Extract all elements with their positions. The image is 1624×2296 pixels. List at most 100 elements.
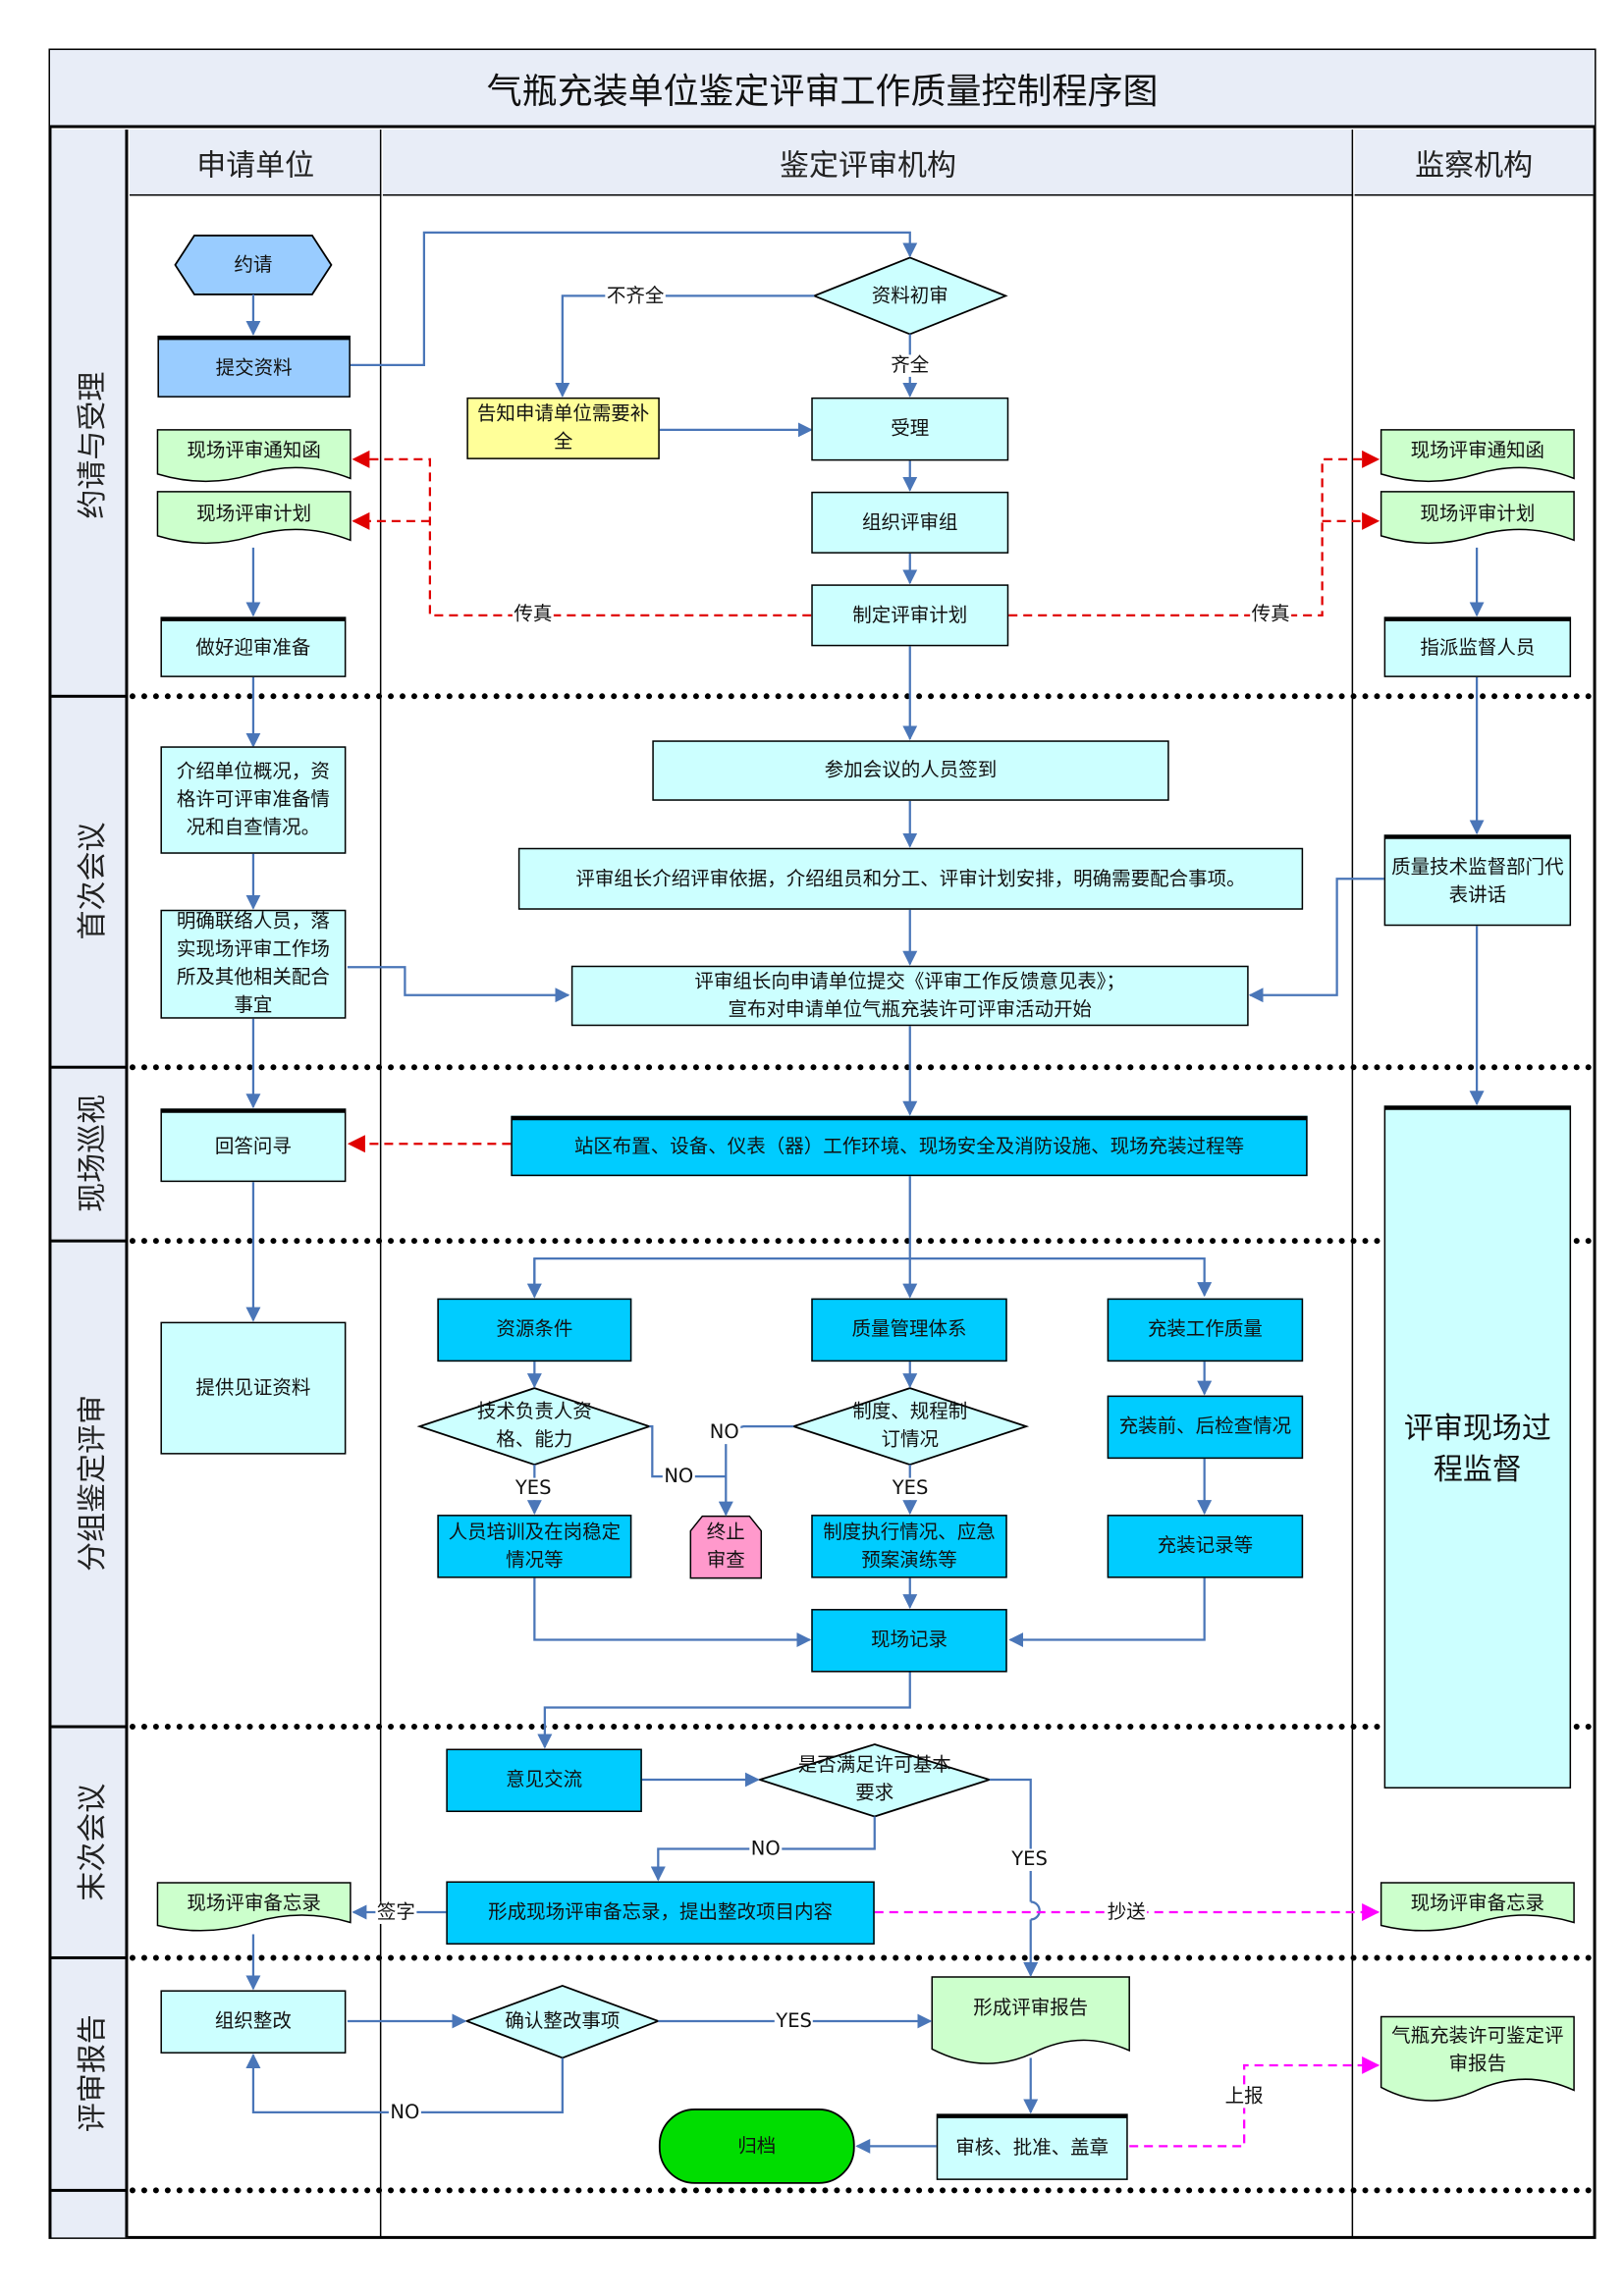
edge-label-fax-left: 传真 [512, 603, 554, 626]
doc-review-plan-supervision [1380, 491, 1575, 545]
page-title: 气瓶充装单位鉴定评审工作质量控制程序图 [486, 70, 1159, 112]
edge-label-no-requirements: NO [749, 1839, 783, 1861]
doc-notice-letter-applicant [156, 429, 352, 483]
terminate-shape [689, 1515, 763, 1579]
node-quality-dept-speech: 质量技术监督部门代表讲话 [1383, 834, 1572, 927]
node-filling-quality: 充装工作质量 [1107, 1298, 1304, 1362]
phase-separator [129, 2187, 1594, 2194]
phase-column-divider [51, 1239, 129, 1243]
node-approve-seal: 审核、批准、盖章 [936, 2113, 1128, 2180]
flow-training-to-site-records [533, 1577, 812, 1648]
phase-separator [129, 1238, 1594, 1245]
edge-label-sign: 签字 [375, 1901, 417, 1924]
phase-column-divider [51, 1955, 129, 1959]
flow-speech-to-feedback [1248, 878, 1384, 1003]
node-final-report: 气瓶充装许可鉴定评审报告 [1391, 2025, 1564, 2076]
node-form-report: 形成评审报告 [973, 1997, 1089, 2019]
node-rules-check: 制度、规程制订情况 [852, 1401, 968, 1452]
node-notify-supplement: 告知申请单位需要补全 [466, 397, 660, 459]
node-contact-person: 明确联络人员，落实现场评审工作场所及其他相关配合事宜 [160, 909, 347, 1019]
node-make-plan: 制定评审计划 [811, 584, 1009, 647]
node-memo-supervision: 现场评审备忘录 [1410, 1892, 1545, 1915]
lane-header-review-org: 鉴定评审机构 [382, 129, 1354, 196]
node-pre-post-check: 充装前、后检查情况 [1107, 1395, 1304, 1460]
phase-column [51, 129, 129, 2238]
node-accept: 受理 [811, 397, 1009, 461]
phase-separator [129, 693, 1594, 700]
start-hexagon [174, 235, 333, 295]
node-prepare: 做好迎审准备 [160, 616, 347, 677]
node-form-team: 组织评审组 [811, 491, 1009, 554]
edge-label-yes-tech: YES [514, 1477, 553, 1501]
doc-memo-applicant [156, 1882, 352, 1932]
lane-title-applicant: 申请单位 [196, 146, 315, 183]
node-archive: 归档 [737, 2135, 777, 2158]
lane-title-supervision: 监察机构 [1415, 146, 1534, 183]
node-leader-intro: 评审组长介绍评审依据，介绍组员和分工、评审计划安排，明确需要配合事项。 [517, 847, 1304, 910]
node-invite: 约请 [234, 253, 273, 277]
node-process-supervision: 评审现场过程监督 [1383, 1105, 1572, 1789]
flow-yes-down-a [989, 1778, 1032, 1902]
doc-review-plan-applicant [156, 491, 352, 545]
phase-column-divider [51, 2188, 129, 2192]
lane-divider-1 [379, 129, 382, 2238]
node-intro-unit: 介绍单位概况，资格许可评审准备情况和自查情况。 [160, 746, 347, 854]
phase-separator [129, 1724, 1594, 1731]
lane-title-review-org: 鉴定评审机构 [780, 146, 956, 183]
flow-contact-to-feedback [347, 966, 570, 1003]
node-confirm-rectify: 确认整改事项 [505, 2009, 621, 2033]
node-form-memo: 形成现场评审备忘录，提出整改项目内容 [446, 1881, 875, 1945]
edge-label-report-up: 上报 [1223, 2085, 1266, 2109]
feedback-line-1: 评审组长向申请单位提交《评审工作反馈意见表》； [694, 970, 1126, 993]
edge-label-cc: 抄送 [1106, 1901, 1148, 1924]
node-meets-requirements: 是否满足许可基本要求 [797, 1754, 951, 1805]
node-qms: 质量管理体系 [811, 1298, 1007, 1362]
doc-final-report [1380, 2015, 1575, 2102]
node-review-plan-applicant: 现场评审计划 [196, 503, 312, 525]
node-exchange-views: 意见交流 [446, 1748, 642, 1813]
node-staff-training: 人员培训及在岗稳定情况等 [437, 1515, 632, 1578]
node-notice-letter-applicant: 现场评审通知函 [187, 439, 321, 462]
edge-label-incomplete: 不齐全 [605, 285, 666, 308]
phase-column-divider [51, 1065, 129, 1069]
phase-column-divider [51, 694, 129, 698]
flow-branch-right [533, 1257, 1213, 1298]
node-assign-supervisor: 指派监督人员 [1383, 616, 1572, 677]
edge-label-no-tech: NO [662, 1466, 695, 1489]
node-initial-review: 资料初审 [871, 285, 948, 307]
doc-notice-letter-supervision [1380, 429, 1575, 483]
title-band: 气瓶充装单位鉴定评审工作质量控制程序图 [49, 49, 1596, 129]
archive-terminal [658, 2109, 855, 2184]
flow-records-to-site-records [1008, 1577, 1206, 1648]
node-feedback-form: 评审组长向申请单位提交《评审工作反馈意见表》； 宣布对申请单位气瓶充装许可评审活… [570, 965, 1249, 1027]
lane-header-applicant: 申请单位 [129, 129, 382, 196]
phase-column-divider [51, 1725, 129, 1729]
edge-label-no-confirm: NO [388, 2102, 421, 2124]
lane-divider-2 [1351, 129, 1354, 2238]
edge-label-fax-right: 传真 [1250, 603, 1292, 626]
node-answer-questions: 回答问寻 [160, 1108, 347, 1183]
node-site-tour: 站区布置、设备、仪表（器）工作环境、现场安全及消防设施、现场充装过程等 [511, 1115, 1308, 1177]
doc-memo-supervision [1380, 1882, 1575, 1932]
edge-label-complete: 齐全 [889, 354, 931, 377]
fax-to-notice-supervision [1008, 450, 1380, 616]
node-filling-records: 充装记录等 [1107, 1515, 1304, 1578]
edge-label-yes-requirements: YES [1009, 1848, 1050, 1871]
fax-to-notice-applicant [352, 450, 812, 616]
edge-label-no-rules: NO [708, 1421, 741, 1445]
node-organize-rectify: 组织整改 [160, 1990, 347, 2054]
node-sign-in: 参加会议的人员签到 [652, 740, 1169, 801]
node-rules-execution: 制度执行情况、应急预案演练等 [811, 1515, 1007, 1578]
node-notice-letter-supervision: 现场评审通知函 [1410, 439, 1545, 462]
flow-site-records-to-exchange [537, 1672, 911, 1749]
feedback-line-2: 宣布对申请单位气瓶充装许可评审活动开始 [728, 998, 1092, 1021]
flow-yes-hop [1030, 1900, 1041, 1921]
node-terminate: 终止审查 [706, 1522, 745, 1573]
node-review-plan-supervision: 现场评审计划 [1420, 503, 1536, 525]
doc-form-report [931, 1976, 1130, 2064]
lane-header-supervision: 监察机构 [1354, 129, 1594, 196]
node-resource-conditions: 资源条件 [437, 1298, 632, 1362]
node-site-records: 现场记录 [811, 1609, 1007, 1673]
edge-label-yes-rules: YES [891, 1477, 930, 1501]
